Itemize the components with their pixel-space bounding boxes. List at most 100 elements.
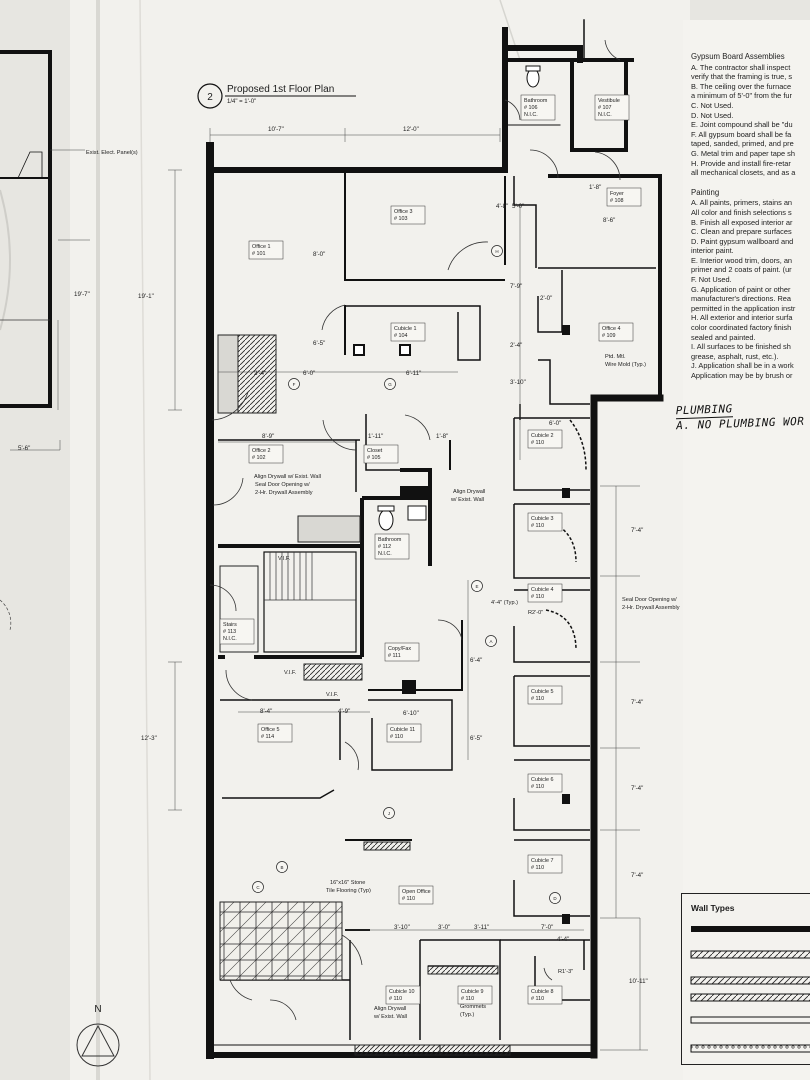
room-label-office_1: Office 1 bbox=[252, 244, 270, 250]
section-marker-e: E bbox=[475, 584, 478, 589]
dimension-d-6-10: 6'-10" bbox=[403, 710, 419, 717]
legend-swatches bbox=[690, 926, 810, 1053]
room-tag-copy_fax bbox=[384, 642, 420, 662]
note-line: sealed and painted. bbox=[691, 332, 756, 342]
note-line: manufacturer's directions. Rea bbox=[691, 294, 791, 304]
room-label-office_3: # 103 bbox=[394, 216, 408, 222]
room-tag-office_3 bbox=[390, 205, 426, 225]
note-line: G. Metal trim and paper tape sh bbox=[691, 148, 795, 158]
room-label-office_2: # 102 bbox=[252, 455, 266, 461]
dimension-left-19-1: 19'-1" bbox=[138, 293, 154, 300]
dimension-d-2-0: 2'-0" bbox=[540, 295, 552, 302]
note-line: C. Not Used. bbox=[691, 100, 734, 110]
align-drywall-bottom-note: Align Drywall bbox=[374, 1006, 406, 1012]
section-marker-b: B bbox=[280, 865, 283, 870]
room-label-stairs: N.I.C. bbox=[223, 636, 237, 642]
room-label-bathroom_112: # 112 bbox=[378, 544, 391, 550]
note-line: grease, asphalt, rust, etc.). bbox=[691, 351, 779, 361]
dimension-d-8-4: 8'-4" bbox=[260, 708, 272, 715]
door-swings bbox=[209, 39, 621, 1021]
dimension-d-6-0: 6'-0" bbox=[303, 370, 315, 377]
room-label-open_office: # 110 bbox=[402, 896, 415, 902]
note-line: D. Not Used. bbox=[691, 110, 734, 120]
dimension-d-6-5b: 6'-5" bbox=[470, 735, 482, 742]
room-label-cubicle_4: # 110 bbox=[531, 594, 544, 600]
note-line: taped, sanded, primed, and pre bbox=[691, 139, 794, 149]
dimension-top-left: 10'-7" bbox=[268, 126, 284, 133]
dimension-d-6-5: 6'-5" bbox=[313, 340, 325, 347]
note-line: G. Application of paint or other bbox=[691, 284, 791, 294]
exist-panel-note: Exist. Elect. Panel(s) bbox=[86, 150, 138, 156]
room-tag-stairs bbox=[219, 618, 255, 645]
room-tag-vestibule bbox=[594, 94, 630, 121]
room-label-open_office: Open Office bbox=[402, 889, 431, 895]
room-tag-cubicle_5 bbox=[527, 685, 563, 705]
dimension-d-7-9: 7'-9" bbox=[510, 283, 522, 290]
vif-note: V.I.F. bbox=[278, 556, 291, 562]
grommets-note: Grommets bbox=[460, 1004, 486, 1010]
room-label-cubicle_9: # 110 bbox=[461, 996, 474, 1002]
room-label-cubicle_4: Cubicle 4 bbox=[531, 587, 553, 593]
section-marker-circle bbox=[288, 378, 300, 390]
room-tag-cubicle_11 bbox=[386, 723, 422, 743]
section-marker-f: F bbox=[293, 382, 296, 387]
dimension-d-6-0b: 6'-0" bbox=[549, 420, 561, 427]
room-label-office_3: Office 3 bbox=[394, 209, 412, 215]
dimension-d-8-6: 8'-6" bbox=[603, 217, 615, 224]
room-label-copy_fax: Copy/Fax bbox=[388, 646, 411, 652]
section-marker-a: A bbox=[489, 639, 492, 644]
grommets-note-2: (Typ.) bbox=[460, 1012, 474, 1018]
note-line: Application may be by brush or bbox=[691, 371, 793, 380]
legend-dotted-wall bbox=[690, 1044, 810, 1053]
room-label-cubicle_8: # 110 bbox=[531, 996, 544, 1002]
legend-title: Wall Types bbox=[691, 903, 735, 913]
section-marker-j: J bbox=[388, 811, 390, 816]
room-tag-cubicle_3 bbox=[527, 512, 563, 532]
room-label-cubicle_6: # 110 bbox=[531, 784, 544, 790]
room-label-bathroom_106: Bathroom bbox=[524, 98, 548, 104]
stone-floor-note-2: Tile Flooring (Typ) bbox=[326, 888, 371, 894]
typ-dimension-note: 4'-4" (Typ.) bbox=[491, 600, 518, 606]
room-tag-cubicle_10 bbox=[385, 985, 421, 1005]
note-line: A. All paints, primers, stains an bbox=[691, 198, 793, 208]
room-label-vestibule: N.I.C. bbox=[598, 112, 612, 118]
section-marker-circle bbox=[491, 245, 503, 257]
handwritten-note: PLUMBING A. NO PLUMBING WOR bbox=[675, 400, 805, 433]
room-label-cubicle_10: Cubicle 10 bbox=[389, 989, 414, 995]
room-tag-cubicle_1 bbox=[390, 322, 426, 342]
dimension-d-6-4: 6'-4" bbox=[470, 657, 482, 664]
stairs bbox=[263, 551, 357, 653]
note-line: interior paint. bbox=[691, 246, 734, 256]
room-tag-office_5 bbox=[257, 723, 293, 743]
note-line: H. Provide and install fire-retar bbox=[691, 158, 791, 168]
note-line: C. Clean and prepare surfaces bbox=[691, 227, 792, 237]
section-marker-circle bbox=[471, 580, 483, 592]
dimension-d-3-11: 3'-11" bbox=[474, 924, 489, 931]
note-line: J. Application shall be in a work bbox=[691, 361, 794, 371]
section-marker-circle bbox=[549, 892, 561, 904]
dimension-d-12-3: 12'-3" bbox=[141, 735, 157, 742]
room-label-cubicle_1: # 104 bbox=[394, 333, 408, 339]
room-label-cubicle_7: Cubicle 7 bbox=[531, 858, 553, 864]
plumbing-fixtures bbox=[377, 65, 541, 531]
room-label-bathroom_112: Bathroom bbox=[378, 537, 402, 543]
legend-hatched-wall bbox=[690, 950, 810, 959]
room-label-bathroom_106: N.I.C. bbox=[524, 112, 538, 118]
room-label-stairs: # 113 bbox=[223, 629, 236, 635]
room-label-office_5: Office 5 bbox=[261, 727, 279, 733]
room-label-office_1: # 101 bbox=[252, 251, 266, 257]
stone-floor-note: 16"x16" Stone bbox=[330, 880, 365, 886]
north-arrow bbox=[76, 1023, 120, 1067]
room-label-cubicle_11: Cubicle 11 bbox=[390, 727, 415, 733]
seal-door-right-note-2: 2-Hr. Drywall Assembly bbox=[622, 605, 680, 611]
align-drywall-closet-note-2: w/ Exist. Wall bbox=[450, 497, 484, 503]
radius-note: R2'-0" bbox=[528, 610, 543, 616]
room-tag-cubicle_7 bbox=[527, 854, 563, 874]
dimension-d-1-8b: 1'-8" bbox=[589, 184, 601, 191]
section-marker-d: D bbox=[553, 896, 557, 901]
legend-solid-wall bbox=[691, 926, 810, 932]
dimension-outer-19-7: 19'-7" bbox=[74, 291, 90, 298]
gypsum-heading: Gypsum Board Assemblies bbox=[691, 52, 785, 61]
